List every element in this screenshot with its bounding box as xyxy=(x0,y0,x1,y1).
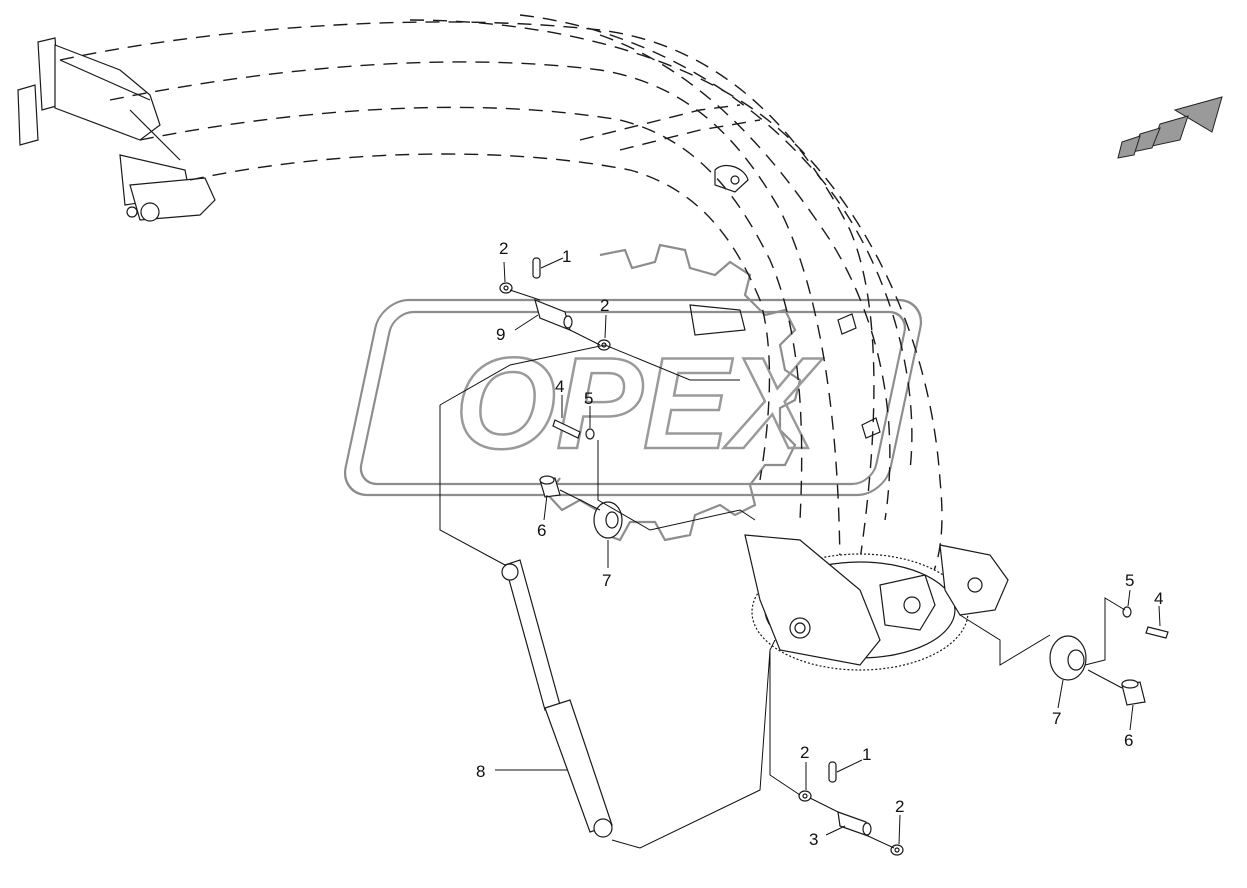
chute-top-bracket xyxy=(17,37,216,222)
gas-strut-part-8 xyxy=(501,559,613,838)
callout-5: 5 xyxy=(584,389,593,408)
pin-part-1-upper xyxy=(532,257,541,279)
forward-direction-arrow-icon xyxy=(1117,96,1223,159)
callout-1: 1 xyxy=(862,745,871,764)
flange-bearing-part-7 xyxy=(593,501,1087,681)
callout-2: 2 xyxy=(895,797,904,816)
callout-6: 6 xyxy=(1124,731,1133,750)
callout-6: 6 xyxy=(537,521,546,540)
pin-part-1-lower xyxy=(828,761,837,783)
callout-3: 3 xyxy=(809,830,818,849)
callout-7: 7 xyxy=(602,571,611,590)
callout-5: 5 xyxy=(1125,571,1134,590)
callout-9: 9 xyxy=(496,325,505,344)
shaft-part-3 xyxy=(837,811,872,837)
callout-7: 7 xyxy=(1052,709,1061,728)
callout-leaders xyxy=(495,257,1161,845)
callout-8: 8 xyxy=(476,762,485,781)
shaft-part-9 xyxy=(534,298,573,332)
callout-4: 4 xyxy=(555,377,564,396)
nut-part-5 xyxy=(585,428,1132,618)
callout-1: 1 xyxy=(562,247,571,266)
callout-labels: 2 1 2 9 4 5 6 7 5 4 7 6 8 2 1 2 3 xyxy=(476,239,1163,849)
watermark-text: OPEX xyxy=(455,330,824,476)
callout-2: 2 xyxy=(499,239,508,258)
callout-4: 4 xyxy=(1154,589,1163,608)
assembly-lines xyxy=(439,289,1126,849)
opex-watermark: OPEX xyxy=(343,243,923,542)
callout-2: 2 xyxy=(800,743,809,762)
callout-2: 2 xyxy=(600,296,609,315)
chute-rotation-ring-gear xyxy=(744,534,1009,671)
bushing-part-6 xyxy=(539,475,1146,706)
chute-phantom-outline xyxy=(59,14,943,581)
bolt-part-4 xyxy=(552,419,1169,639)
